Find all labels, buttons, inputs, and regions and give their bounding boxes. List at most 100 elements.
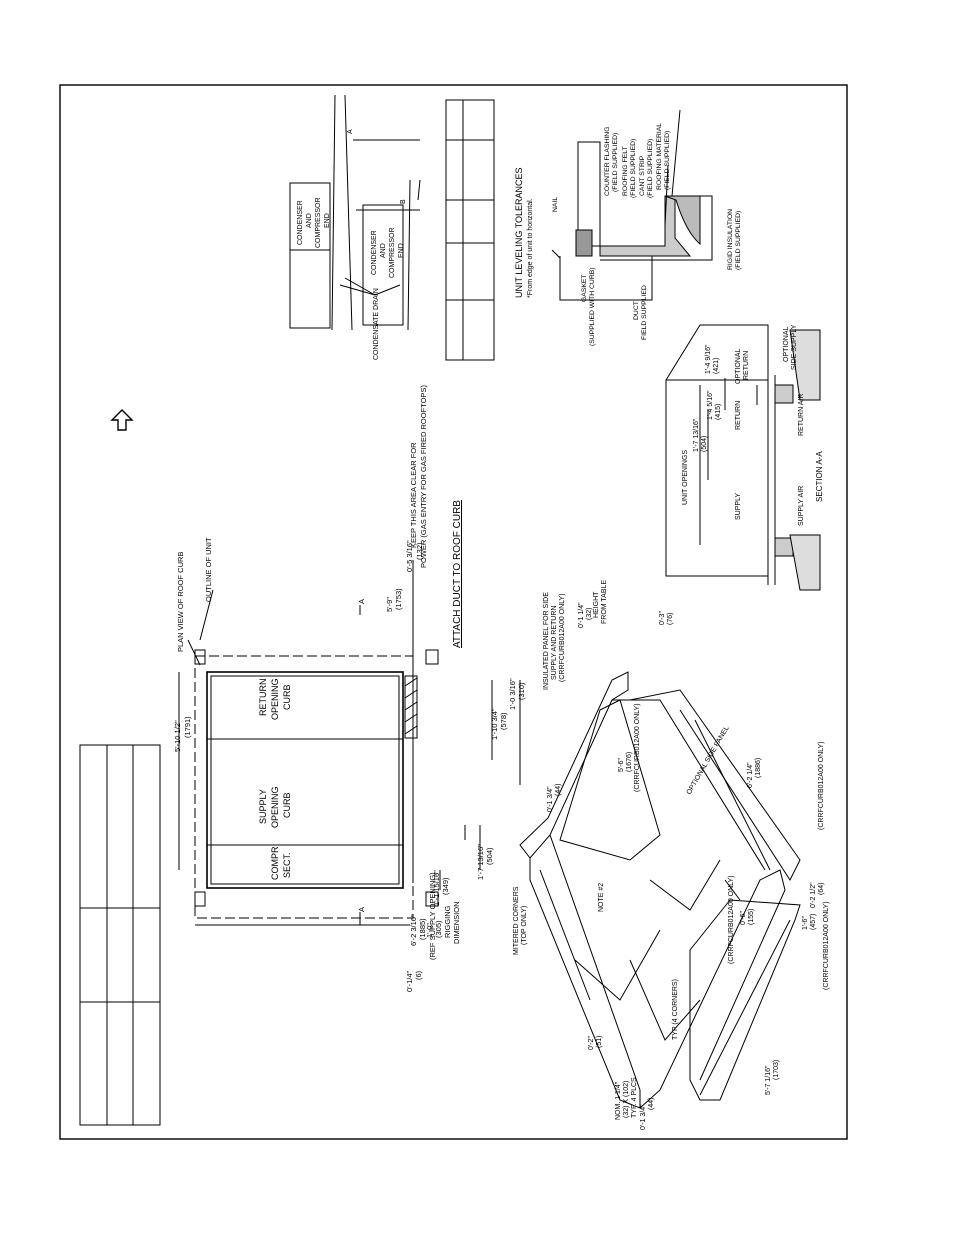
typ-corners-label: TYP (4 CORNERS) [672,979,679,1040]
dim-d-mm: (310) [517,682,526,700]
condenser-label-a3: COMPRESSOR [315,197,322,248]
rigging-label-1: RIGGING [443,905,452,938]
iso-dim-6-mm: (155) [748,909,755,925]
supply-label-1: SUPPLY [258,789,268,824]
iso-dim-2-mm: (64) [818,883,825,895]
left-data-table [79,744,161,1126]
dim-a: 1'-1 15/16" [432,870,441,906]
iso-labels: INSULATED PANEL FOR SIDE SUPPLY AND RETU… [513,580,830,1130]
iso-dim-2-note: (CRRFCURB012A00 ONLY) [818,741,825,830]
cant-strip-2: (FIELD SUPPLIED) [647,139,654,198]
height-label-1: HEIGHT [593,591,600,618]
rigid-insulation-1: RIGID INSULATION [727,209,734,270]
note-2-label: NOTE #2 [598,883,605,912]
dim-top-width: 5'-10 1/2" [173,720,182,752]
supply-label-2: OPENING [270,786,280,828]
iso-dim-height1: 0'-1 1/4" [578,602,585,628]
nail-label: NAIL [552,197,559,212]
iso-dim-034-mm: (44) [648,1098,655,1110]
dim-length-mm: (1885) [418,918,427,940]
section-dim-supply-return-mm: (504) [701,436,708,452]
dim-right-offset-mm: (132) [415,542,424,560]
roofing-felt-2: (FIELD SUPPLIED) [630,139,637,198]
return-air-label: RETURN AIR [798,394,805,436]
condenser-label-a2: AND [306,213,313,228]
section-supply-label: SUPPLY [735,493,742,520]
iso-dim-3: 0'-3" [659,611,666,625]
iso-dim-3-mm: (76) [667,613,674,625]
plan-section-labels: COMPR SECT. SUPPLY OPENING CURB RETURN O… [258,500,463,880]
dim-right-width-mm: (1753) [394,588,403,610]
keep-clear-1: KEEP THIS AREA CLEAR FOR [409,442,418,548]
plan-view-label: PLAN VIEW OF ROOF CURB [176,552,185,652]
optional-side-1: OPTIONAL [783,326,790,362]
counter-flashing-1: COUNTER FLASHING [604,127,611,197]
dim-rigging: 1'-0" [425,923,434,938]
dim-b: 1'-7 13/16" [476,844,485,880]
iso-dim-15-mm: (457) [810,914,817,930]
condenser-label-a1: CONDENSER [297,200,304,245]
plan-view-labels: PLAN VIEW OF ROOF CURB OUTLINE OF UNIT 5… [173,385,526,992]
condenser-label-b1: CONDENSER [371,230,378,275]
iso-dim-02-mm: (51) [596,1036,603,1048]
dim-right-offset: 0'-5 3/16" [405,540,414,572]
leveling-diagram [289,94,421,331]
section-aa-labels: UNIT OPENINGS 1'-7 13/16" (504) 1'-4 5/1… [682,324,824,526]
rigging-label-2: DIMENSION [452,901,461,944]
duct-label-1: DUCT [633,301,640,320]
insulated-panel-1: INSULATED PANEL FOR SIDE [543,592,550,690]
unit-openings-label: UNIT OPENINGS [682,450,689,505]
section-dim-supply-return: 1'-7 13/16" [693,418,700,452]
section-mark-top: A [357,599,366,604]
condenser-label-b3: COMPRESSOR [389,227,396,278]
section-title: SECTION A-A [815,451,824,502]
iso-dim-top-mm: (44) [555,784,562,796]
dim-a-mm: (349) [441,877,450,895]
iso-dim-57-mm: (1703) [773,1060,780,1080]
insulated-panel-3: (CRRFCURB012A00 ONLY) [559,593,566,682]
iso-dim-02: 0'-2" [588,1036,595,1050]
mitered-corners-1: MITERED CORNERS [513,886,520,955]
iso-dim-034: 0'-1 3/4" [640,1104,647,1130]
rigid-insulation-2: (FIELD SUPPLIED) [735,211,742,270]
keep-clear-2: POWER (GAS ENTRY FOR GAS FIRED ROOFTOPS) [419,385,428,568]
iso-dim-2: 0'-2 1/2" [810,882,817,908]
dim-right-width: 5'-9" [385,597,394,612]
section-dim-opt-return-mm: (421) [713,358,720,374]
iso-dim-56: 5'-6" [618,758,625,772]
roofing-material-1: ROOFING MATERIAL [656,123,663,190]
iso-dim-6: 0'-6" [740,911,747,925]
iso-dim-top: 0'-1 3/4" [547,786,554,812]
return-label-2: OPENING [270,678,280,720]
section-aa [665,324,821,591]
leveling-note: *From edge of unit to horizontal. [527,198,534,298]
optional-return-1: OPTIONAL [735,348,742,384]
dim-d: 1'-0 3/16" [508,678,517,710]
condenser-label-a4: END [324,213,331,228]
dim-offset-small: 0'-1/4" [405,970,414,992]
condenser-label-b4: END [398,243,405,258]
iso-dim-62-mm: (1886) [755,758,762,778]
nom-label-1: NOM. 1 1/4" [615,1081,622,1120]
iso-dim-height1-mm: (32) [586,608,593,620]
roofing-material-2: (FIELD SUPPLIED) [664,131,671,190]
section-dim-return-mm: (415) [715,404,722,420]
flashing-detail [551,109,713,301]
dim-length-note: (REF SUPPLY OPENING) [428,872,437,960]
gasket-label-2: (SUPPLIED WITH CURB) [589,267,596,346]
iso-dim-62: 6'-2 1/4" [747,762,754,788]
leveling-mark-a: A [347,129,354,134]
gasket-label-1: GASKET [581,274,588,302]
compr-label-1: COMPR [270,846,280,880]
iso-dim-56-note: (CRRFCURB012A00 ONLY) [634,703,641,792]
plan-view [178,560,521,926]
up-arrow-icon [110,409,134,431]
iso-curb [519,671,801,1109]
dim-top-width-mm: (1791) [183,716,192,738]
section-return-label: RETURN [735,401,742,430]
dim-rigging-mm: (305) [434,920,443,938]
nom-label-3: TYP. 4 PLCS [631,1077,638,1118]
section-dim-return: 1'-4 5/16" [707,390,714,420]
attach-duct-label: ATTACH DUCT TO ROOF CURB [452,500,463,648]
